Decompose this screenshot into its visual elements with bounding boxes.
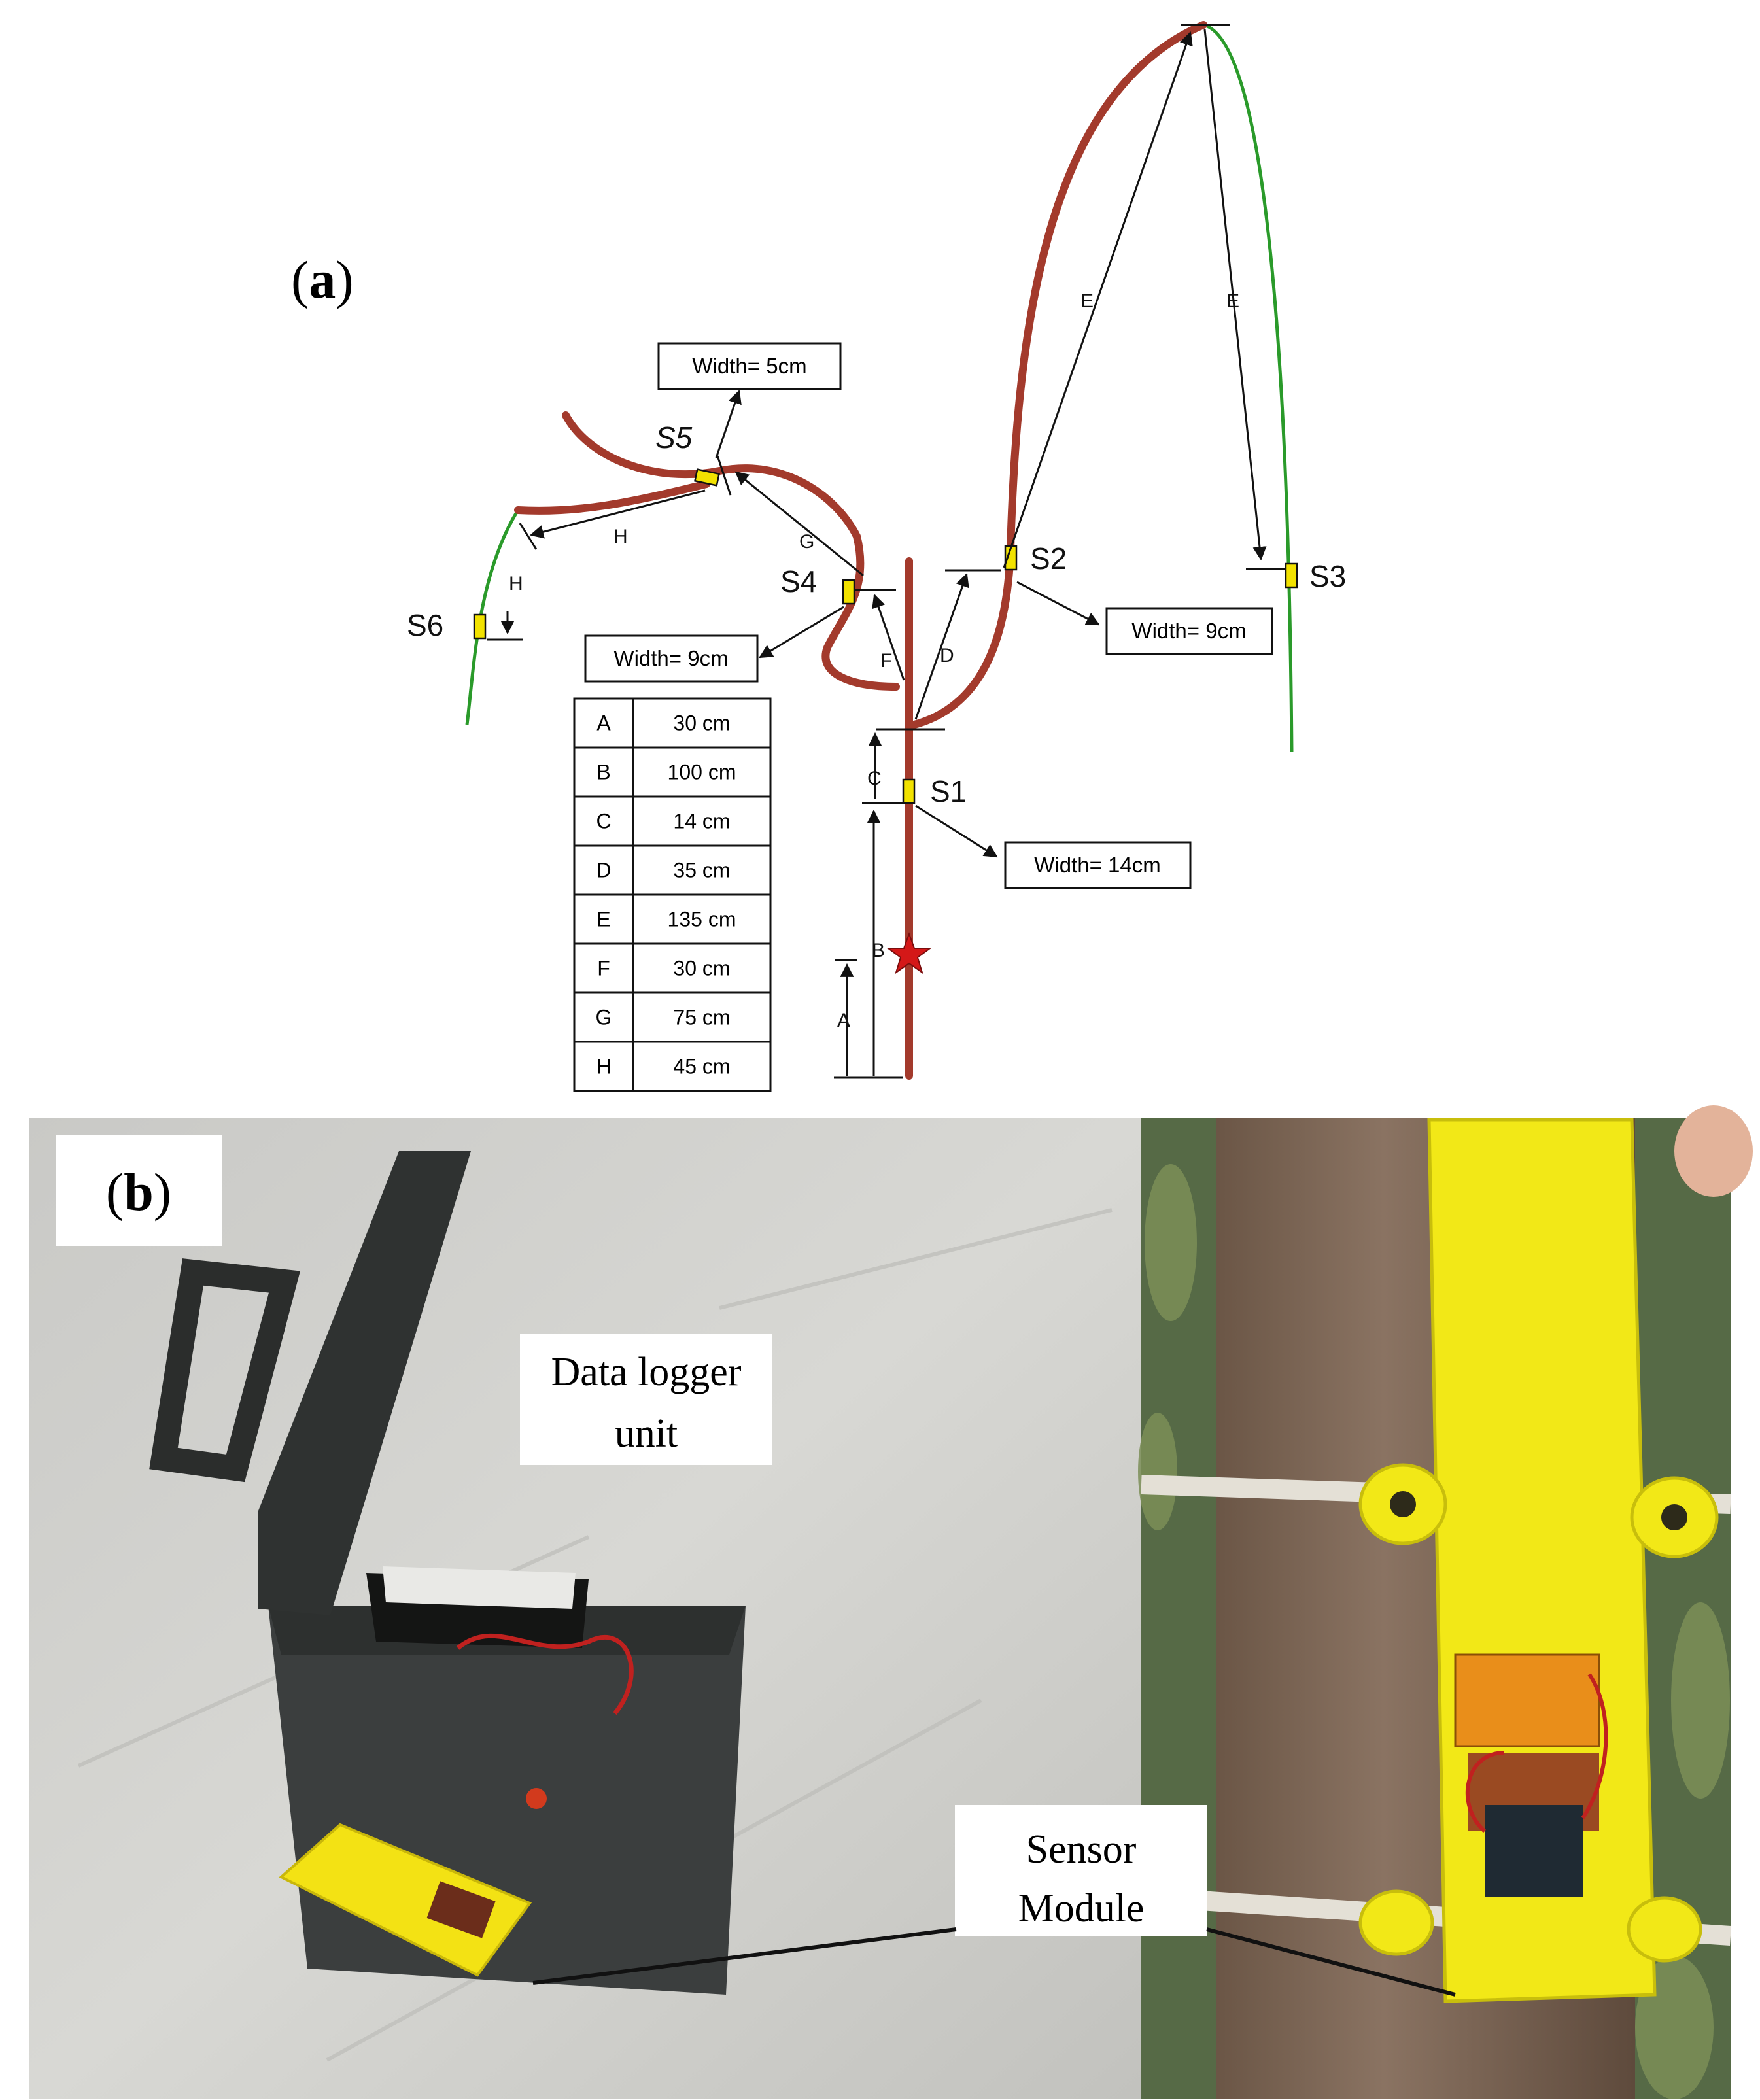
photo-data-logger (29, 1118, 1141, 2099)
dim-e1-label: E (1080, 290, 1094, 312)
dim-f-label: F (880, 650, 892, 672)
sensor-module-floor (279, 1823, 532, 1977)
panel-b-photos: (b) Data logger unit Sensor Module (29, 1105, 1753, 2099)
dim-h1-label: H (613, 526, 628, 547)
width-box-s5: Width= 5cm (657, 342, 842, 390)
sensor-s5-label: S5 (655, 421, 693, 455)
sensor-s6-marker (473, 613, 487, 640)
table-cell-length: 35 cm (673, 859, 730, 882)
svg-text:Width= 14cm: Width= 14cm (1034, 853, 1161, 877)
sensor-s1-marker (902, 778, 916, 804)
panel-b-label: (b) (106, 1162, 171, 1222)
table-cell-length: 45 cm (673, 1055, 730, 1078)
segment-length-table: A 30 cm B 100 cm C 14 cm D 35 cm E 135 cm F 30 cm G 7… (573, 697, 772, 1092)
sensor-s3-marker (1285, 562, 1298, 589)
width-box-s2: Width= 9cm (1105, 607, 1273, 655)
table-cell-segment: A (596, 712, 611, 735)
data-logger-label-box: Data logger unit (520, 1334, 772, 1465)
origin-star-icon (886, 932, 933, 974)
data-logger-label-line2: unit (615, 1411, 678, 1456)
table-cell-length: 30 cm (673, 957, 730, 980)
width-box-s4: Width= 9cm (584, 634, 759, 683)
dim-d-label: D (940, 645, 954, 666)
sensor-leader-left (532, 1927, 957, 1985)
table-cell-segment: C (596, 810, 611, 833)
dim-f-arrow (872, 594, 905, 681)
branch-s6 (514, 480, 710, 515)
panel-b-label-box: (b) (56, 1135, 222, 1246)
dim-e2-arrow (1203, 29, 1267, 561)
dim-g-label: G (799, 531, 814, 553)
sensor-s6-label: S6 (407, 608, 443, 642)
sensors (473, 468, 1298, 804)
panel-a-tree-diagram: (a) S1 S2 S3 S4 S5 S6 (291, 21, 1346, 1092)
sensor-module-label-box: Sensor Module (955, 1805, 1207, 1936)
sensor-leader-right (1206, 1927, 1456, 1997)
sensor-s4-label: S4 (780, 564, 817, 598)
logger-box-lid (258, 1151, 471, 1615)
table-cell-segment: D (596, 859, 611, 882)
width-s2-pointer (1016, 581, 1100, 626)
sensor-s3-label: S3 (1309, 559, 1346, 593)
table-cell-segment: B (596, 761, 610, 784)
width-s5-pointer (715, 390, 742, 458)
svg-text:Width= 5cm: Width= 5cm (692, 354, 806, 378)
sensor-module-label-line1: Sensor (1026, 1827, 1137, 1872)
dim-e2-label: E (1226, 290, 1239, 312)
panel-a-label: (a) (291, 250, 354, 309)
sensor-module-label-line2: Module (1018, 1886, 1145, 1931)
svg-text:Width= 9cm: Width= 9cm (1131, 619, 1246, 643)
dim-b-label: B (872, 940, 885, 961)
sensor-s5-marker (694, 468, 720, 487)
table-cell-length: 14 cm (673, 810, 730, 833)
table-cell-segment: F (597, 957, 610, 980)
dim-g-arrow (734, 471, 864, 577)
dim-d-arrow (914, 573, 969, 720)
dim-a-label: A (837, 1010, 850, 1031)
table-cell-segment: E (596, 908, 610, 931)
sensor-s2-label: S2 (1030, 542, 1067, 576)
width-s4-pointer (759, 606, 844, 659)
dim-c-label: C (867, 768, 882, 789)
branch-s4-s5 (562, 411, 900, 691)
table-cell-length: 135 cm (668, 908, 736, 931)
width-s1-pointer (915, 804, 998, 858)
table-cell-segment: H (596, 1055, 611, 1078)
svg-text:Width= 9cm: Width= 9cm (613, 646, 728, 670)
table-cell-length: 75 cm (673, 1006, 730, 1029)
sensor-s4-marker (842, 579, 855, 605)
dim-e1-arrow (1003, 31, 1193, 568)
table-cell-segment: G (596, 1006, 612, 1029)
width-box-s1: Width= 14cm (1004, 841, 1192, 889)
data-logger-label-line1: Data logger (551, 1350, 742, 1394)
dim-h1-arrow (529, 489, 706, 539)
lid-handle (149, 1258, 300, 1483)
sensor-s1-label: S1 (930, 774, 967, 808)
table-cell-length: 100 cm (668, 761, 736, 784)
branch-s2-s3 (905, 21, 1207, 730)
dim-h2-label: H (509, 573, 523, 594)
photo-sensor-on-tree (1138, 1105, 1753, 2099)
table-cell-length: 30 cm (673, 712, 730, 735)
